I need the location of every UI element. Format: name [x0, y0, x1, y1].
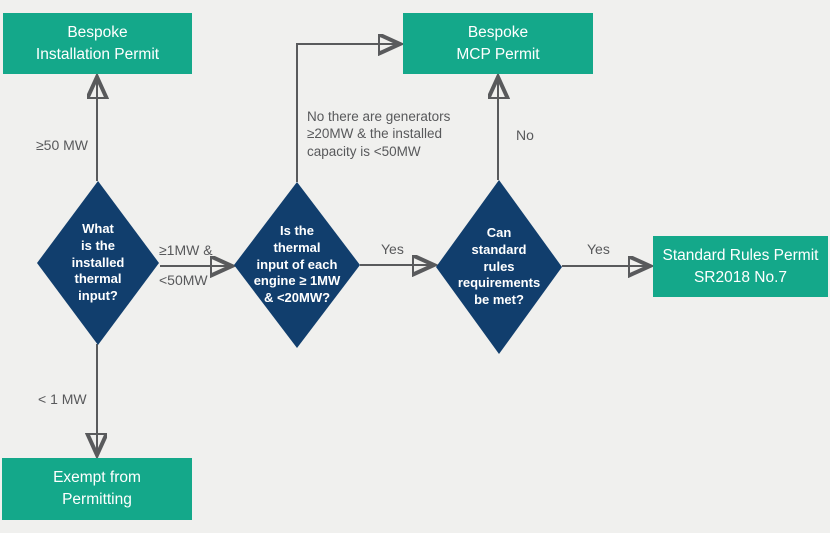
- node-exempt-from-permitting: Exempt from Permitting: [2, 458, 192, 520]
- edge-label-yes-2: Yes: [587, 241, 610, 257]
- edge-label-mw-range-line1: ≥1MW &: [159, 242, 213, 258]
- edge-label-mw-range-line2: <50MW: [159, 272, 208, 288]
- edge-label-no: No: [516, 127, 534, 143]
- node-bespoke-mcp-permit: Bespoke MCP Permit: [403, 13, 593, 74]
- edge-label-mcp-note: No there are generators ≥20MW & the inst…: [307, 109, 451, 159]
- edge-label-ge50mw: ≥50 MW: [36, 137, 89, 153]
- edge-label-lt1mw: < 1 MW: [38, 391, 87, 407]
- node-bespoke-installation-permit: Bespoke Installation Permit: [3, 13, 192, 74]
- edge-label-yes-1: Yes: [381, 241, 404, 257]
- arrow-mcp-note: [296, 44, 400, 182]
- node-standard-rules-permit: Standard Rules Permit SR2018 No.7: [653, 236, 828, 297]
